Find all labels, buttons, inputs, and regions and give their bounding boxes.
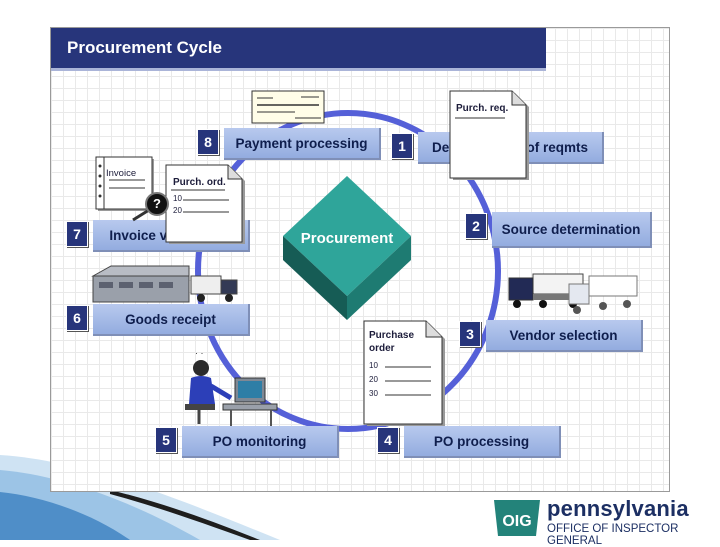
step-source-determination[interactable]: 2 Source determination [465, 212, 652, 248]
diagram-frame: Procurement Cycle Procurement 8 Payment … [50, 27, 670, 492]
step-po-monitoring[interactable]: 5 PO monitoring [155, 426, 339, 458]
step-number: 4 [377, 427, 399, 453]
purchase-order-title-line-1: Purchase [369, 330, 415, 341]
order-line-20: 20 [173, 206, 182, 215]
step-number: 3 [459, 321, 481, 347]
step-number: 1 [391, 133, 413, 159]
step-number: 8 [197, 129, 219, 155]
purchase-order-line-20: 20 [369, 375, 378, 384]
diagram-title: Procurement Cycle [67, 38, 222, 57]
oig-pennsylvania-logo: OIG pennsylvania OFFICE OF INSPECTOR GEN… [490, 496, 718, 547]
step-po-processing[interactable]: 4 PO processing [377, 426, 561, 458]
purchase-order-title-line-2: order [369, 343, 395, 354]
logo-name: pennsylvania [547, 496, 689, 521]
invoice-document-icon [95, 156, 154, 211]
step-number: 6 [66, 305, 88, 331]
invoice-label: Invoice [106, 168, 137, 179]
step-number: 2 [465, 213, 487, 239]
payment-check-icon [251, 90, 325, 124]
cycle-ring [195, 110, 501, 432]
logo-subtitle: OFFICE OF INSPECTOR GENERAL [547, 523, 679, 547]
svg-text:· ·: · · [195, 348, 204, 358]
oig-keystone-icon: OIG [494, 500, 540, 536]
step-label: PO monitoring [182, 426, 339, 458]
purchase-order-line-30: 30 [369, 389, 378, 398]
step-number: 7 [66, 221, 88, 247]
step-number: 5 [155, 427, 177, 453]
question-mark-icon: ? [153, 196, 161, 211]
step-label: Vendor selection [486, 320, 643, 352]
purchase-order-document-icon [363, 320, 445, 426]
step-payment-processing[interactable]: 8 Payment processing [197, 128, 381, 160]
step-label: Goods receipt [93, 304, 250, 336]
title-bar: Procurement Cycle [51, 28, 546, 71]
person-at-computer-icon: · · [185, 348, 278, 426]
procurement-hub-cube [283, 176, 411, 320]
warehouse-truck-icon [91, 265, 238, 303]
order-line-10: 10 [173, 194, 182, 203]
step-vendor-selection[interactable]: 3 Vendor selection [459, 320, 643, 352]
step-label: PO processing [404, 426, 561, 458]
step-label: Payment processing [224, 128, 381, 160]
step-label: Source determination [492, 212, 652, 248]
purchase-order-small-label: Purch. ord. [173, 177, 226, 188]
purchase-order-line-10: 10 [369, 361, 378, 370]
step-goods-receipt[interactable]: 6 Goods receipt [66, 304, 250, 336]
magnifier-icon [132, 192, 169, 222]
purchase-requisition-label: Purch. req. [456, 103, 509, 114]
purchase-order-small-document-icon [165, 164, 245, 244]
purchase-requisition-document-icon [449, 90, 529, 180]
hub-label: Procurement [300, 230, 394, 247]
vendor-trucks-icon [508, 273, 638, 314]
oig-mark-text: OIG [502, 513, 531, 530]
